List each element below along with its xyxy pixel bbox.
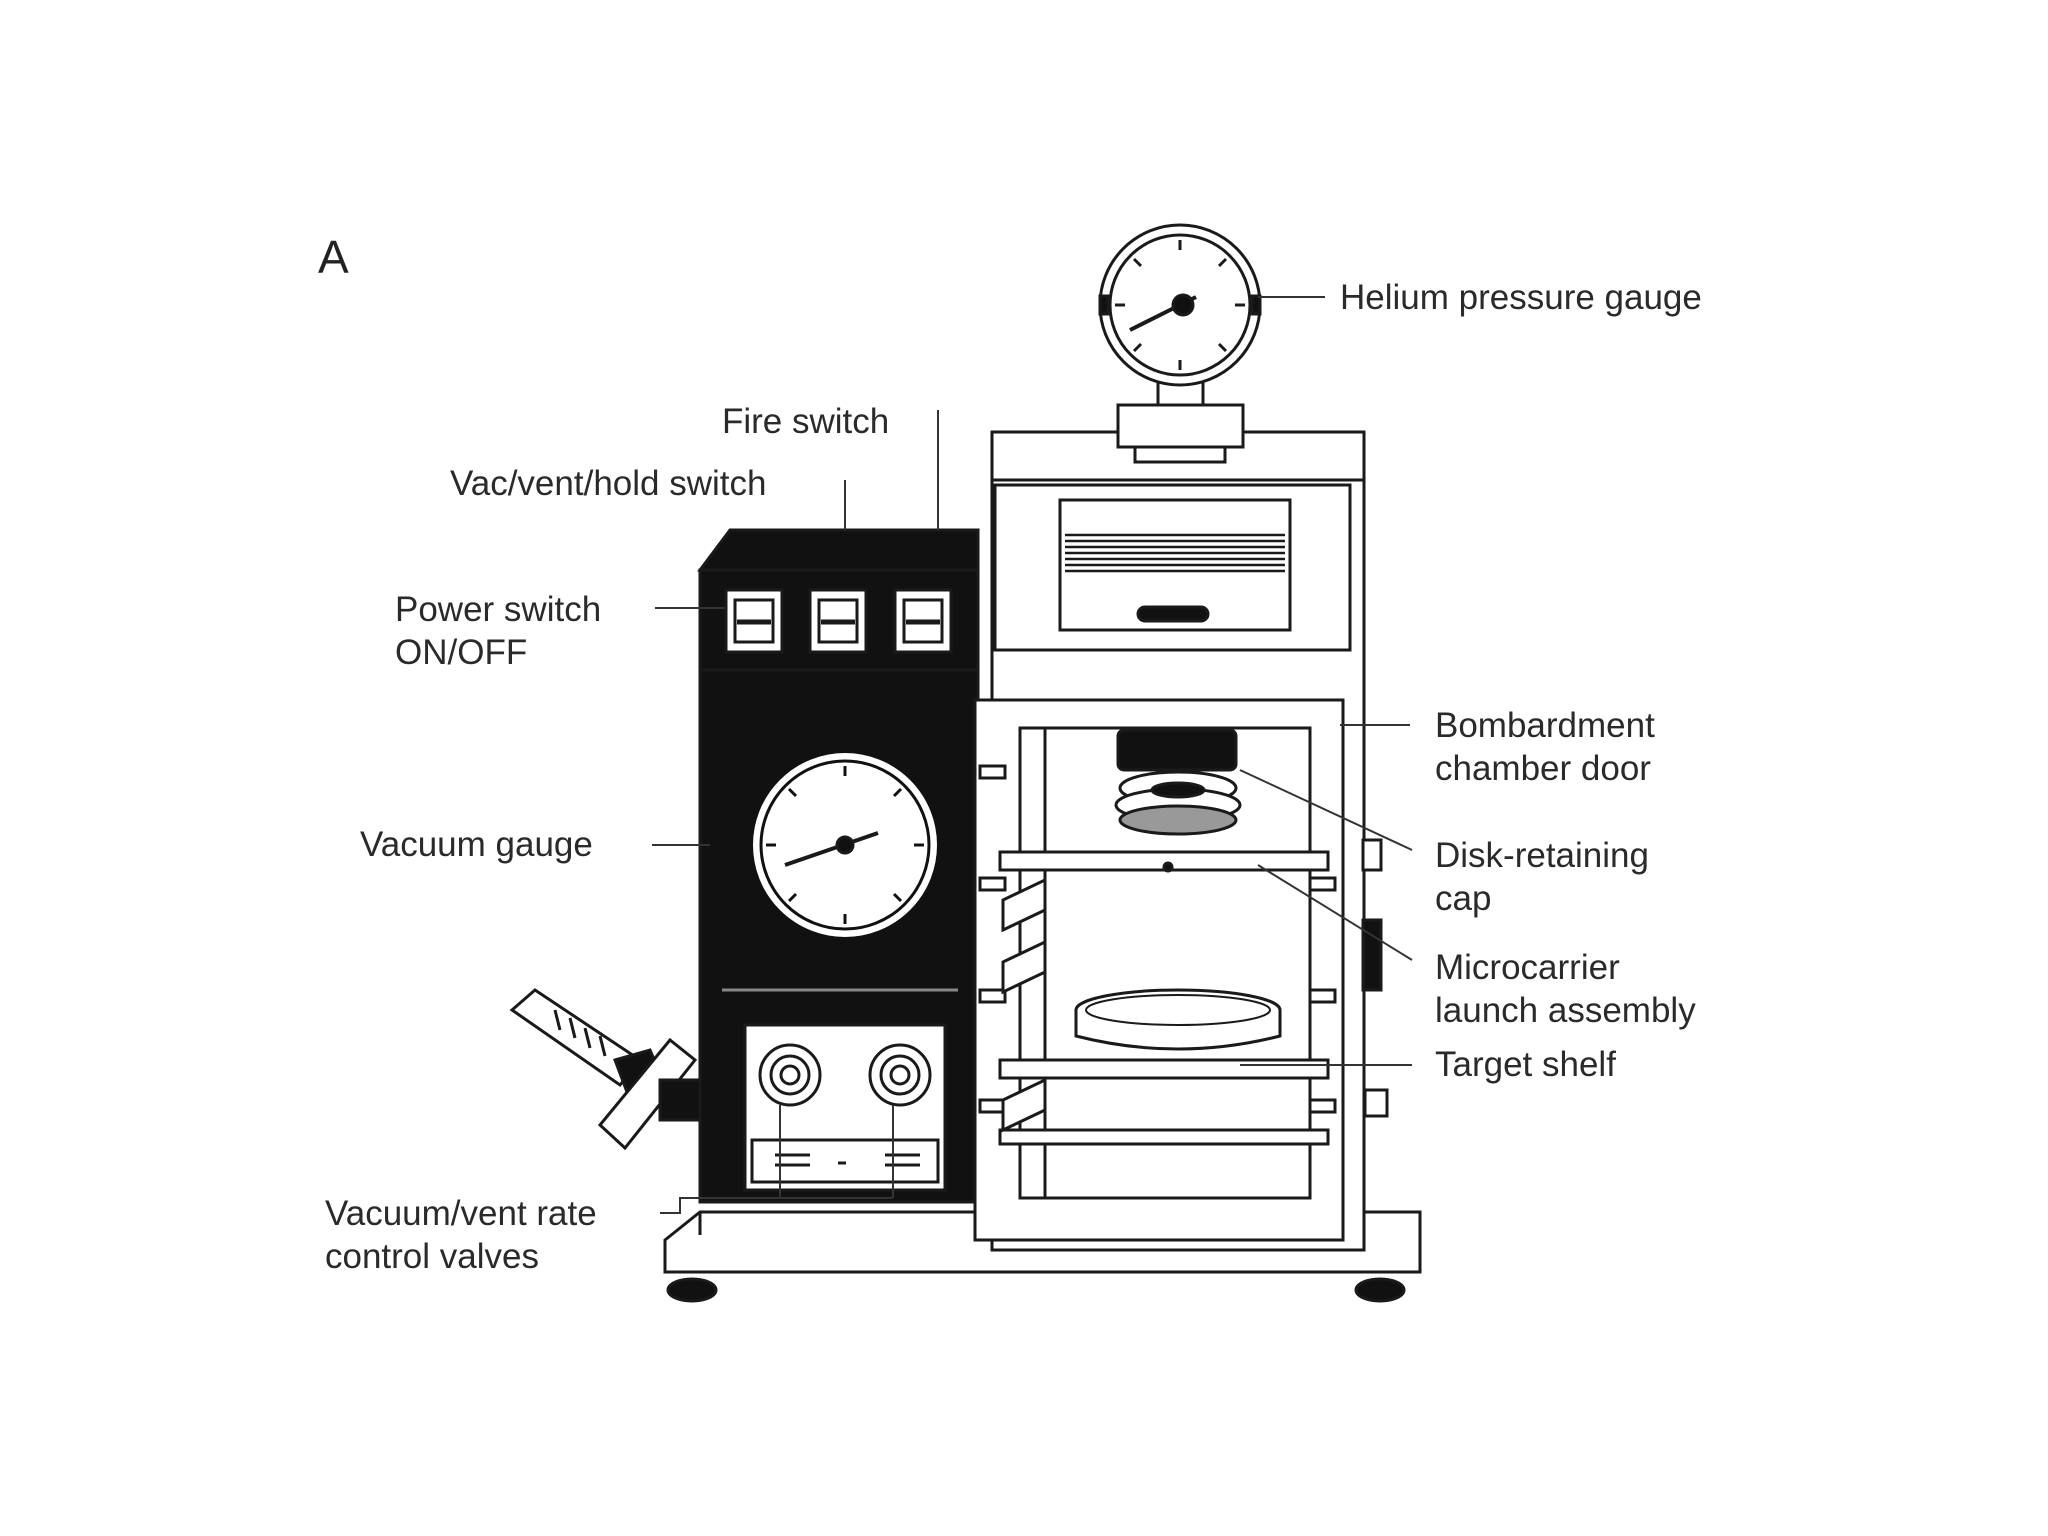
label-vacuum-vent-valves-line2: control valves [325,1237,539,1276]
label-microcarrier-line2: launch assembly [1435,991,1696,1030]
label-bombardment-door-line2: chamber door [1435,749,1651,788]
leader-lines [652,296,1413,1214]
control-unit [697,528,980,1204]
label-vac-vent-hold-switch: Vac/vent/hold switch [450,464,767,503]
target-shelf [998,1058,1330,1080]
label-fire-switch: Fire switch [722,402,890,441]
label-microcarrier: Microcarrier launch assembly [1435,946,1696,1032]
panel-letter: A [318,231,349,283]
label-power-switch: Power switch ON/OFF [395,588,601,674]
label-power-switch-line1: Power switch [395,590,602,629]
leader-microcarrier [1257,864,1413,961]
label-power-switch-line2: ON/OFF [395,633,528,672]
label-target-shelf: Target shelf [1435,1045,1616,1084]
helium-pressure-gauge-icon [1098,223,1262,464]
label-vacuum-vent-valves-line1: Vacuum/vent rate [325,1194,597,1233]
label-vacuum-vent-valves: Vacuum/vent rate control valves [325,1192,597,1278]
label-microcarrier-line1: Microcarrier [1435,948,1620,987]
label-disk-cap: Disk-retaining cap [1435,834,1649,920]
label-helium-pressure-gauge: Helium pressure gauge [1340,278,1702,317]
label-disk-cap-line1: Disk-retaining [1435,836,1649,875]
label-disk-cap-line2: cap [1435,879,1492,918]
label-vacuum-gauge: Vacuum gauge [360,825,593,864]
leader-disk-cap [1239,769,1413,851]
leader-vacuum-vent-valves [660,1105,781,1214]
label-bombardment-door-line1: Bombardment [1435,706,1655,745]
label-bombardment-door: Bombardment chamber door [1435,704,1655,790]
chamber-housing [973,430,1389,1252]
helium-inlet-fitting [509,988,702,1151]
